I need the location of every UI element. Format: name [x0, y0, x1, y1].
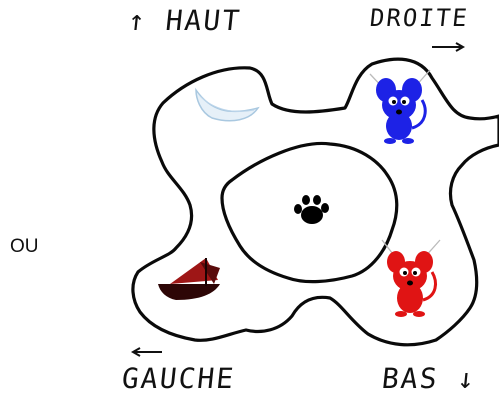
hammock-icon [196, 90, 258, 121]
left-arrow-icon [133, 348, 162, 356]
paw-print-icon [294, 195, 329, 224]
right-arrow-icon [432, 43, 463, 51]
boat-icon [158, 258, 220, 300]
blue-mouse-icon [370, 70, 430, 144]
red-mouse-icon [382, 240, 440, 317]
